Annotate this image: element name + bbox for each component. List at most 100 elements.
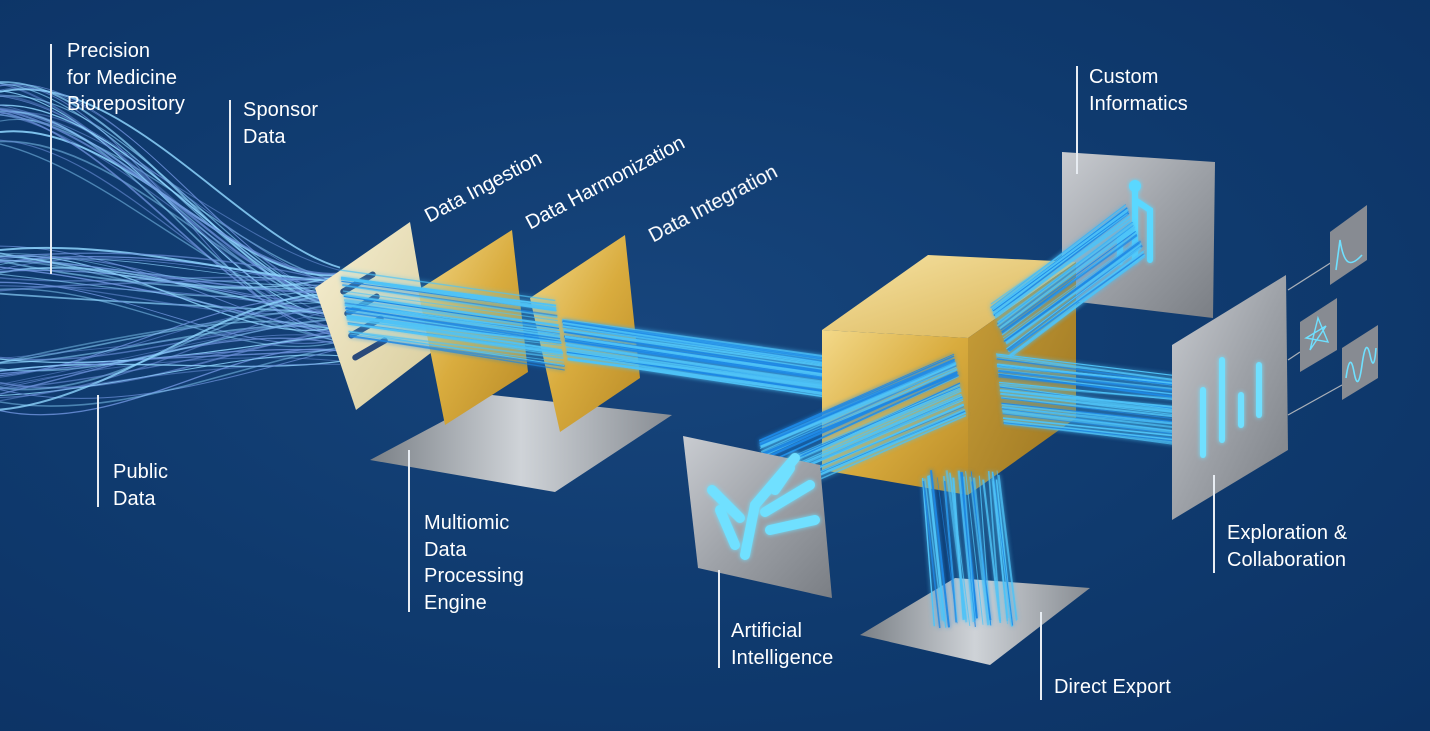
data-stream-line xyxy=(0,252,341,289)
data-stream-line xyxy=(0,335,341,390)
beam-line xyxy=(999,228,1136,330)
beam-line xyxy=(1006,247,1142,350)
beam-line xyxy=(992,473,1013,627)
data-stream-line xyxy=(0,363,341,402)
incoming-data-streams xyxy=(0,81,341,416)
beam-line xyxy=(982,479,1002,622)
beam-line xyxy=(348,330,564,360)
data-stream-line xyxy=(0,348,341,416)
data-stream-line xyxy=(0,275,341,292)
data-stream-line xyxy=(0,108,341,305)
data-stream-line xyxy=(0,298,341,377)
radar-chart-icon xyxy=(1300,298,1337,372)
label-custom-informatics: Custom Informatics xyxy=(1089,66,1188,115)
beam-line xyxy=(763,374,959,466)
beam-line xyxy=(758,355,955,442)
data-stream-line xyxy=(0,346,341,407)
beam-line xyxy=(957,470,975,623)
label-direct-export: Direct Export xyxy=(1054,676,1171,698)
beam-line xyxy=(999,389,1185,409)
beam-line xyxy=(349,335,565,367)
label-public-data: Public Data xyxy=(113,461,169,510)
ai-panel xyxy=(683,436,832,598)
beam-line xyxy=(340,278,557,306)
beam-line xyxy=(1005,246,1142,343)
data-stream-line xyxy=(0,348,341,375)
exploration-leader xyxy=(1213,475,1215,573)
tree-icon xyxy=(707,453,820,560)
label-exploration-collaboration: Exploration & Collaboration xyxy=(1227,522,1348,571)
beam-line xyxy=(991,478,1008,625)
beam-line xyxy=(965,471,984,625)
beam-line xyxy=(999,383,1185,401)
beam-line xyxy=(1002,417,1189,438)
data-stream-line xyxy=(0,318,341,385)
data-stream-line xyxy=(0,104,341,271)
beam-line xyxy=(1001,234,1138,334)
beam-line xyxy=(344,303,560,333)
data-stream-line xyxy=(0,83,341,294)
beam-line xyxy=(761,371,958,461)
data-stream-line xyxy=(0,318,341,372)
data-stream-line xyxy=(0,288,341,348)
beam-line xyxy=(992,208,1129,311)
beam-line xyxy=(949,472,967,620)
beam-line xyxy=(758,353,955,441)
data-stream-line xyxy=(0,282,341,344)
label-precision-biorepository: Precision for Medicine Biorepository xyxy=(67,40,186,115)
engine-leader xyxy=(408,450,410,612)
beam-line xyxy=(997,223,1134,325)
beam-line xyxy=(1002,412,1188,436)
beam-line xyxy=(998,373,1184,400)
data-stream-line xyxy=(0,357,341,387)
custom-leader xyxy=(1076,66,1078,174)
beam-line xyxy=(1001,402,1187,424)
data-stream-line xyxy=(0,108,341,275)
bar-chart-icon xyxy=(1200,357,1262,458)
beam-line xyxy=(759,358,956,447)
beam-line xyxy=(921,477,936,627)
beam-line xyxy=(346,316,562,344)
export-beam xyxy=(921,470,1018,629)
data-stream-line xyxy=(0,252,341,285)
beam-line xyxy=(924,478,944,621)
beam-line xyxy=(998,369,1184,393)
beam-line xyxy=(1003,422,1189,443)
label-artificial-intelligence: Artificial Intelligence xyxy=(731,620,834,669)
beam-line xyxy=(998,373,1184,396)
beam-line xyxy=(1001,403,1187,426)
beam-line xyxy=(1002,411,1188,435)
beam-line xyxy=(1003,422,1190,446)
data-stream-line xyxy=(0,301,341,399)
beam-line xyxy=(1001,406,1187,426)
beam-line xyxy=(927,475,946,622)
beam-line xyxy=(987,471,1002,624)
beam-line xyxy=(992,211,1129,312)
beam-line xyxy=(997,224,1134,328)
beam-line xyxy=(760,366,957,448)
beam-line xyxy=(1002,410,1188,433)
beam-line xyxy=(972,477,990,625)
label-multiomic-engine: Multiomic Data Processing Engine xyxy=(424,512,524,614)
beam-line xyxy=(969,476,989,626)
precision-leader xyxy=(50,44,52,274)
beam-line xyxy=(996,357,1182,381)
beam-line xyxy=(928,475,947,628)
line-chart-icon xyxy=(1330,205,1367,285)
data-stream-line xyxy=(0,307,341,359)
beam-line xyxy=(346,318,562,351)
beam-line xyxy=(1009,253,1146,358)
data-stream-line xyxy=(0,111,341,334)
beam-line xyxy=(343,293,559,327)
ai-leader xyxy=(718,570,720,668)
data-stream-line xyxy=(0,90,341,316)
beam-line xyxy=(342,284,558,319)
wave-chart-icon xyxy=(1342,325,1378,400)
beam-line xyxy=(1000,392,1186,415)
beam-line xyxy=(996,358,1182,385)
export-leader xyxy=(1040,612,1042,700)
beam-line xyxy=(342,290,558,322)
exploration-panel xyxy=(1172,205,1378,520)
